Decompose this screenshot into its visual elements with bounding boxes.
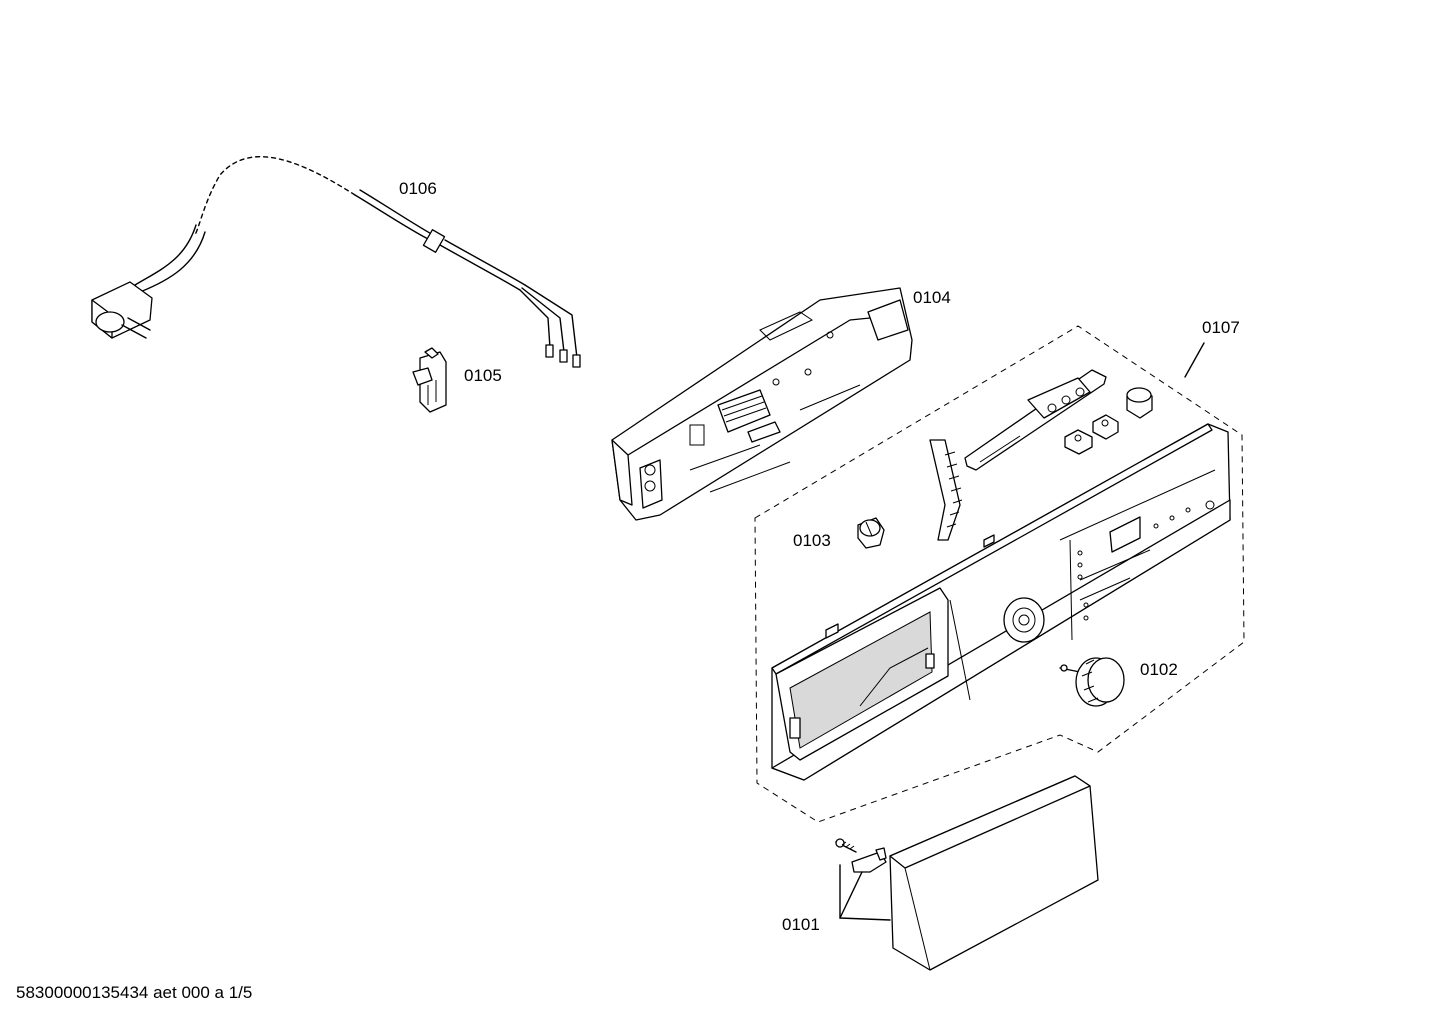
control-panel-fascia-part-0107	[771, 423, 1231, 781]
control-module-part-0104	[611, 287, 913, 521]
selector-knob-part-0102	[1059, 657, 1125, 707]
key-caps-part	[1064, 414, 1119, 455]
knob-insert-part-0103	[857, 517, 885, 549]
clip-part-0105	[412, 347, 447, 413]
label-0104: 0104	[913, 288, 951, 307]
drawer-front-part-0101	[889, 775, 1099, 971]
label-0105: 0105	[464, 366, 502, 385]
label-0107: 0107	[1202, 318, 1240, 337]
panel-group-boundary-0107	[754, 325, 1245, 823]
screw-and-bracket-part-0101	[835, 838, 891, 921]
round-button-part	[1126, 387, 1153, 419]
label-0106: 0106	[399, 179, 437, 198]
label-0103: 0103	[793, 531, 831, 550]
power-cord-part-0106	[91, 156, 581, 368]
document-footer-id: 58300000135434 aet 000 a 1/5	[16, 983, 252, 1002]
label-0102: 0102	[1140, 660, 1178, 679]
switch-rail-part	[964, 369, 1107, 471]
label-0101: 0101	[782, 915, 820, 934]
light-guide-comb-part	[929, 439, 963, 541]
